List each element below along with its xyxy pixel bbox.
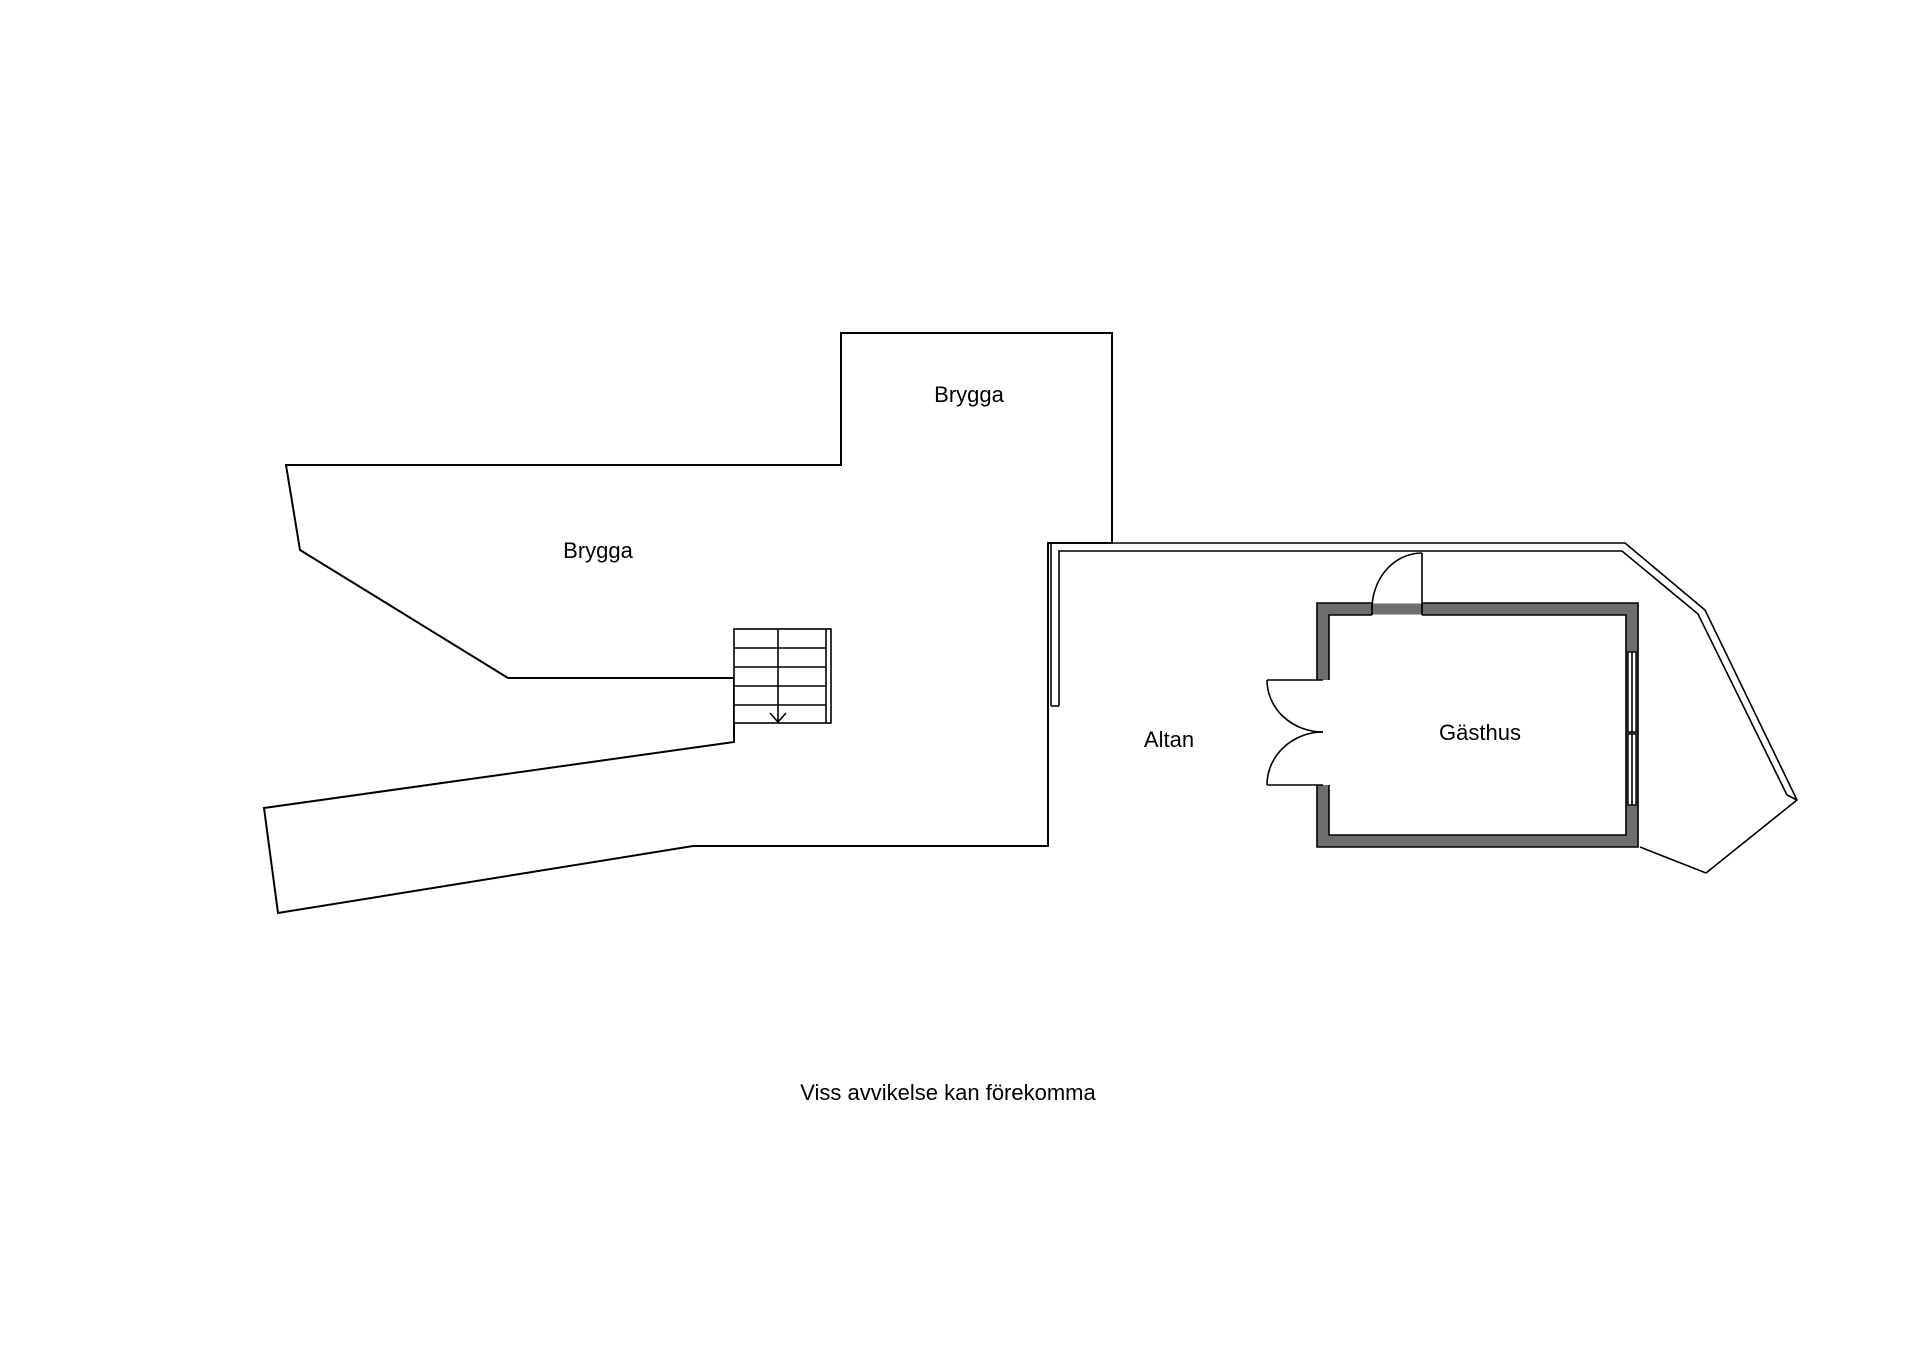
room-label-brygga-west: Brygga: [563, 538, 633, 563]
door-west-lower-swing: [1266, 731, 1324, 786]
guesthouse: [1266, 552, 1639, 848]
door-west-upper-swing: [1266, 679, 1324, 733]
guesthouse-wall: [1317, 603, 1638, 847]
disclaimer-text: Viss avvikelse kan förekomma: [800, 1080, 1096, 1105]
room-label-altan: Altan: [1144, 727, 1194, 752]
stairs: [733, 628, 832, 724]
guesthouse-wall-inner-edge: [1328, 614, 1627, 836]
railing-corner: [1786, 794, 1798, 801]
room-label-gasthus: Gästhus: [1439, 720, 1521, 745]
deck-outline: [262, 332, 1113, 915]
stairs-arrow-icon: [769, 712, 787, 724]
door-north-swing: [1371, 552, 1423, 610]
guesthouse-wall-outer-edge: [1316, 602, 1639, 848]
room-label-brygga-north: Brygga: [934, 382, 1004, 407]
stairs-box: [733, 628, 832, 724]
railing-outer: [1050, 542, 1798, 874]
railing-inner: [1058, 550, 1788, 796]
